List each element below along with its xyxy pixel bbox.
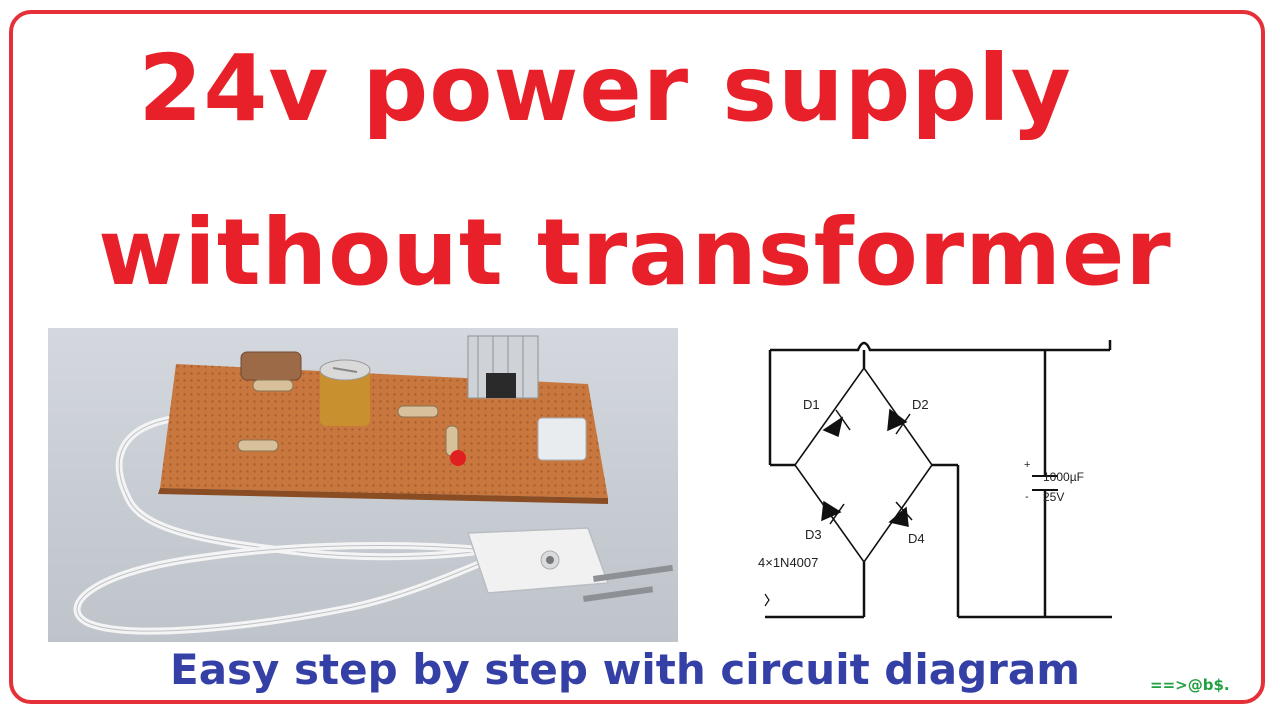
title-line-1: 24v power supply	[138, 35, 1072, 142]
mains-plug	[466, 527, 674, 602]
circuit-diagram: D1 D2 D3 D4 4×1N4007 + - 1000µF 25V	[758, 330, 1120, 630]
resistors	[237, 379, 459, 457]
heat-sink	[467, 335, 539, 399]
electrolytic-capacitor	[319, 359, 371, 426]
diode-d2-symbol	[887, 408, 911, 435]
capacitor-symbol	[1032, 475, 1058, 491]
pcb-photo-illustration	[73, 335, 674, 635]
label-d1: D1	[803, 397, 820, 412]
label-cap-voltage: 25V	[1043, 490, 1065, 504]
diode-d4-symbol	[888, 501, 913, 527]
label-diode-part: 4×1N4007	[758, 555, 819, 570]
diode-d1-symbol	[822, 409, 851, 438]
pcb-photo	[48, 328, 678, 642]
label-cap-value: 1000µF	[1043, 470, 1084, 484]
subtitle: Easy step by step with circuit diagram	[170, 645, 1080, 694]
label-d4: D4	[908, 531, 925, 546]
title-line-2: without transformer	[98, 199, 1172, 306]
label-cap-minus: -	[1025, 491, 1029, 503]
film-capacitor	[240, 351, 302, 381]
label-d3: D3	[805, 527, 822, 542]
label-cap-plus: +	[1024, 459, 1031, 471]
top-rail	[770, 341, 1110, 352]
signature: ==>@b$.	[1150, 676, 1230, 694]
diode-d3-symbol	[821, 500, 845, 525]
terminal-block	[537, 417, 587, 461]
bridge-rectifier-schematic	[764, 340, 1112, 619]
led	[450, 450, 466, 466]
label-d2: D2	[912, 397, 929, 412]
